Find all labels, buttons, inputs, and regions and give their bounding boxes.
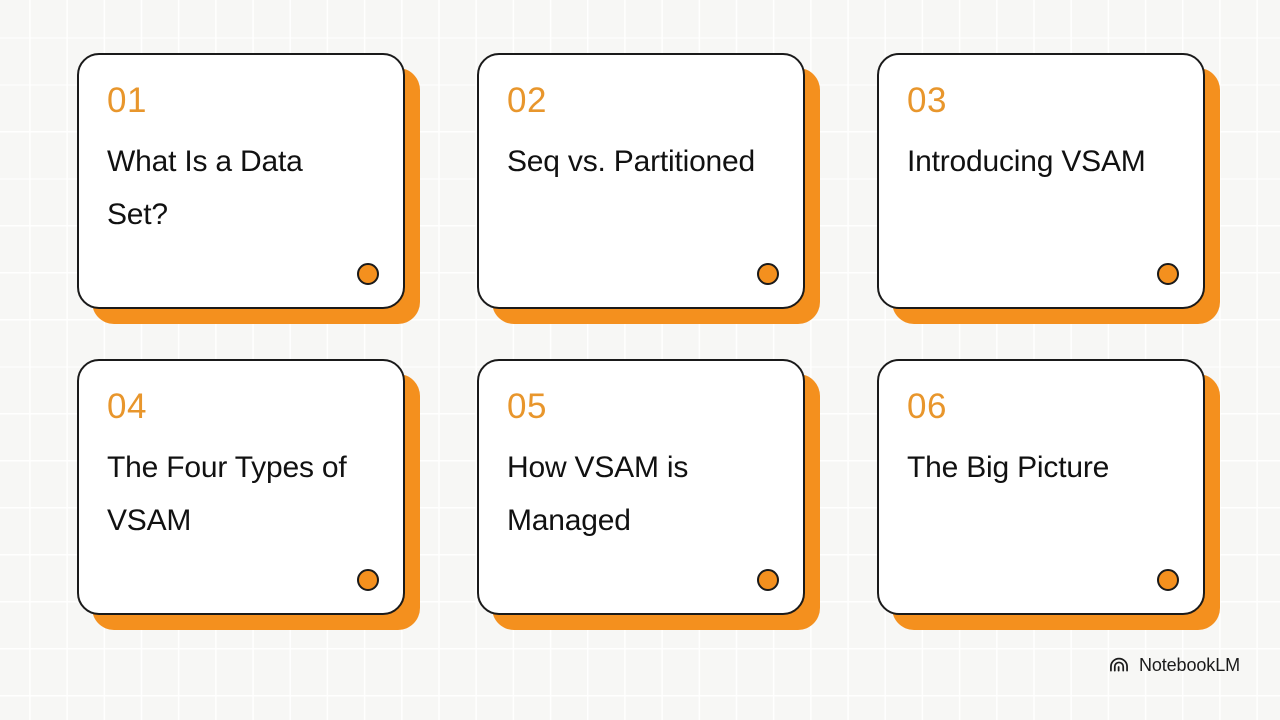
- bullet-dot-icon-03: [1157, 263, 1179, 285]
- card-body-01[interactable]: 01 What Is a Data Set?: [77, 53, 405, 309]
- bullet-dot-icon-04: [357, 569, 379, 591]
- card-body-06[interactable]: 06 The Big Picture: [877, 359, 1205, 615]
- card-title-01: What Is a Data Set?: [107, 145, 303, 231]
- agenda-card-04[interactable]: 04 The Four Types of VSAM: [77, 359, 420, 630]
- card-number-03: 03: [907, 81, 947, 120]
- card-body-03[interactable]: 03 Introducing VSAM: [877, 53, 1205, 309]
- card-number-04: 04: [107, 387, 147, 426]
- card-body-05[interactable]: 05 How VSAM is Managed: [477, 359, 805, 615]
- bullet-dot-icon-05: [757, 569, 779, 591]
- notebooklm-brand: NotebookLM: [1108, 654, 1240, 676]
- bullet-dot-icon-02: [757, 263, 779, 285]
- notebooklm-spiral-icon: [1110, 657, 1128, 672]
- card-title-03: Introducing VSAM: [907, 145, 1146, 178]
- bullet-dot-icon-06: [1157, 569, 1179, 591]
- card-body-04[interactable]: 04 The Four Types of VSAM: [77, 359, 405, 615]
- agenda-card-02[interactable]: 02 Seq vs. Partitioned: [477, 53, 820, 324]
- agenda-card-05[interactable]: 05 How VSAM is Managed: [477, 359, 820, 630]
- card-body-02[interactable]: 02 Seq vs. Partitioned: [477, 53, 805, 309]
- card-number-01: 01: [107, 81, 147, 120]
- card-number-02: 02: [507, 81, 547, 120]
- notebooklm-wordmark: NotebookLM: [1138, 655, 1240, 675]
- agenda-card-01[interactable]: 01 What Is a Data Set?: [77, 53, 420, 324]
- card-number-05: 05: [507, 387, 547, 426]
- agenda-card-06[interactable]: 06 The Big Picture: [877, 359, 1220, 630]
- bullet-dot-icon-01: [357, 263, 379, 285]
- agenda-card-03[interactable]: 03 Introducing VSAM: [877, 53, 1220, 324]
- card-title-04: The Four Types of VSAM: [107, 451, 347, 537]
- card-title-05: How VSAM is Managed: [507, 451, 689, 537]
- card-title-02: Seq vs. Partitioned: [507, 145, 756, 178]
- agenda-card-grid: 01 What Is a Data Set? 02 Seq vs. Partit…: [77, 53, 1220, 630]
- card-title-06: The Big Picture: [907, 451, 1110, 484]
- card-number-06: 06: [907, 387, 947, 426]
